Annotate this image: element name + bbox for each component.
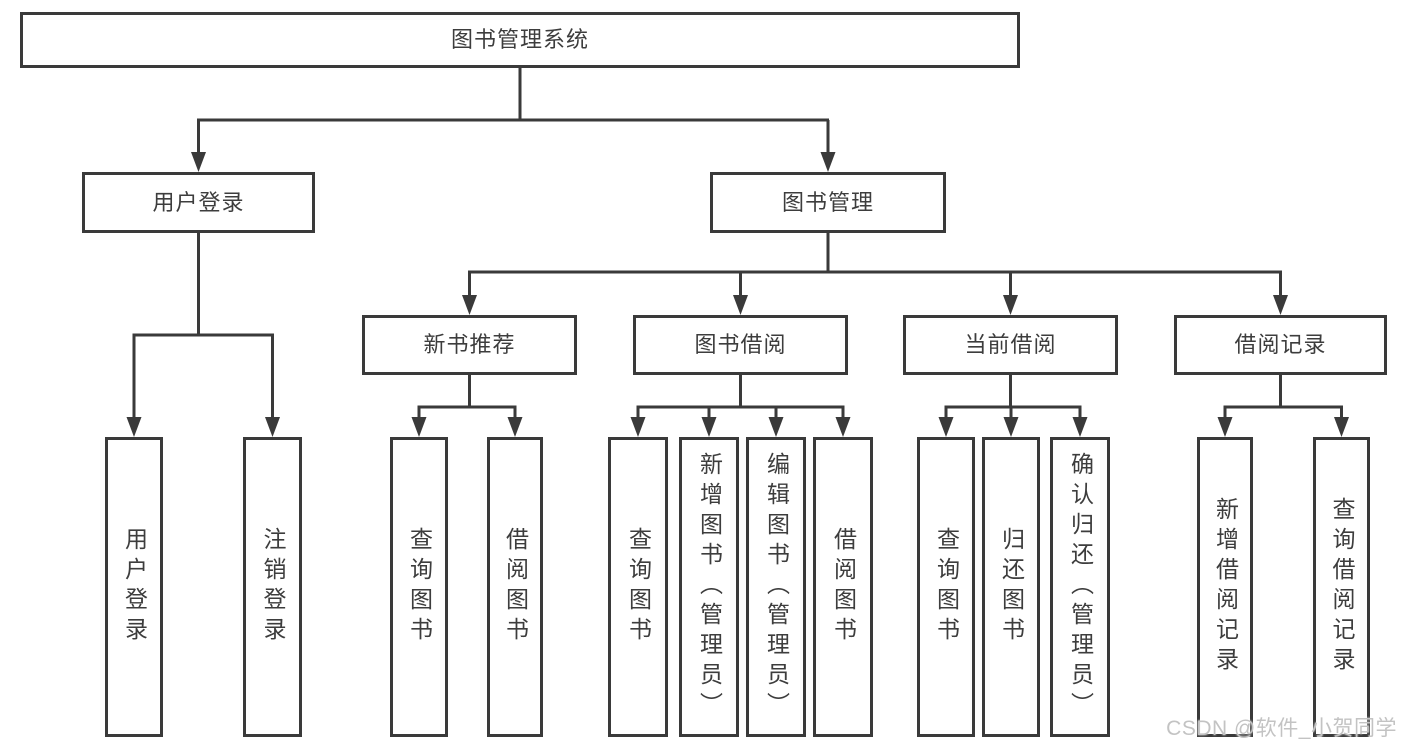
leaf-current-query-books: 查询图书 — [917, 437, 975, 737]
leaf-user-login: 用户登录 — [105, 437, 163, 737]
connector-paths — [132, 68, 1343, 420]
leaf-newbook-query-books: 查询图书 — [390, 437, 448, 737]
node-root-system: 图书管理系统 — [20, 12, 1020, 68]
node-borrowing-records: 借阅记录 — [1174, 315, 1387, 375]
arrowheads — [126, 152, 1349, 437]
leaf-borrowing-borrow-books: 借阅图书 — [813, 437, 873, 737]
node-user-login: 用户登录 — [82, 172, 315, 233]
leaf-records-add-record: 新增借阅记录 — [1197, 437, 1253, 737]
leaf-borrowing-query-books: 查询图书 — [608, 437, 668, 737]
node-new-book-recommend: 新书推荐 — [362, 315, 577, 375]
node-book-management: 图书管理 — [710, 172, 946, 233]
node-book-borrowing: 图书借阅 — [633, 315, 848, 375]
leaf-borrowing-edit-books-admin: 编辑图书（管理员） — [746, 437, 806, 737]
leaf-current-confirm-return-admin: 确认归还（管理员） — [1050, 437, 1110, 737]
leaf-newbook-borrow-books: 借阅图书 — [487, 437, 543, 737]
leaf-borrowing-add-books-admin: 新增图书（管理员） — [679, 437, 739, 737]
node-current-borrowing: 当前借阅 — [903, 315, 1118, 375]
leaf-logout: 注销登录 — [243, 437, 302, 737]
leaf-current-return-books: 归还图书 — [982, 437, 1040, 737]
leaf-records-query-record: 查询借阅记录 — [1313, 437, 1370, 737]
